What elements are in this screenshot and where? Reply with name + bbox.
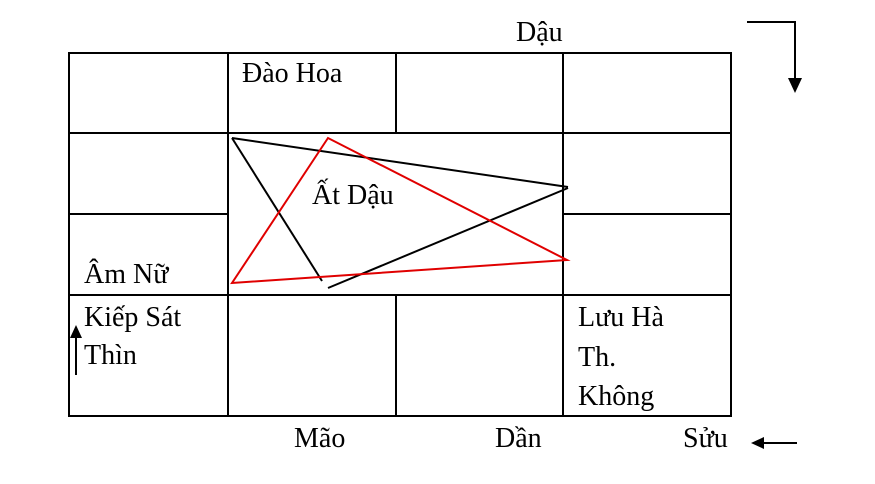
red-triangle	[230, 136, 571, 285]
black-line	[231, 137, 569, 188]
black-line	[327, 187, 569, 289]
black-line	[231, 137, 323, 282]
label-dau: Dậu	[516, 17, 563, 48]
arrow-down-icon	[747, 21, 802, 93]
label-dan: Dần	[495, 423, 542, 454]
label-thin: Thìn	[84, 340, 137, 371]
arrow-up-icon	[70, 325, 82, 375]
label-th: Th.	[578, 342, 617, 373]
label-mao: Mão	[294, 423, 346, 454]
label-suu: Sửu	[683, 423, 728, 454]
grid	[68, 52, 732, 417]
outer-border	[68, 52, 732, 417]
label-am-nu: Âm Nữ	[84, 259, 169, 290]
label-kiep-sat: Kiếp Sát	[84, 302, 182, 333]
label-luu-ha: Lưu Hà	[578, 302, 664, 333]
label-khong: Không	[578, 381, 655, 412]
arrow-left-icon	[751, 437, 797, 449]
black-triangle	[231, 137, 569, 289]
label-dao-hoa: Đào Hoa	[242, 58, 343, 89]
label-at-dau: Ất Dậu	[312, 180, 394, 211]
